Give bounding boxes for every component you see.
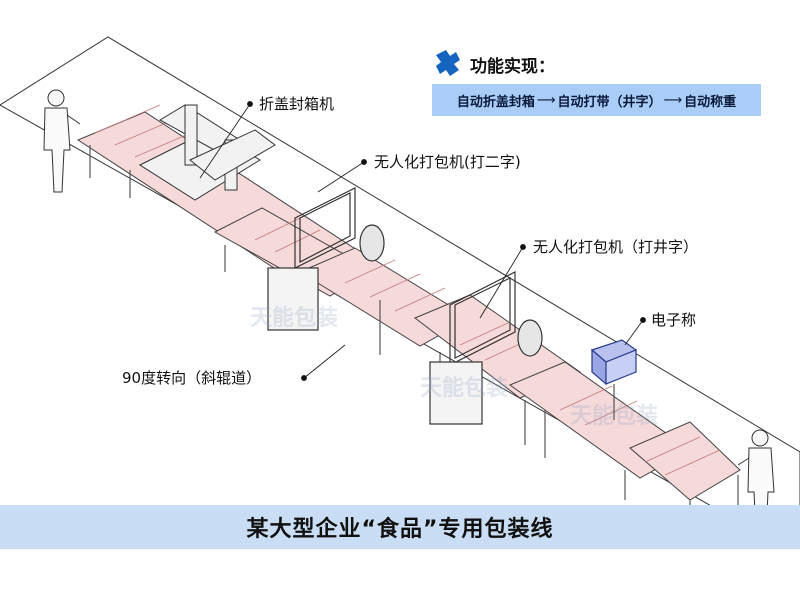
strapper-cross-machine (429, 271, 543, 425)
label-carton-sealer: 折盖封箱机 (259, 95, 335, 113)
strapper-two-machine (267, 187, 385, 331)
carton-sealer-machine (138, 104, 276, 201)
features-title: 功能实现： (470, 57, 555, 77)
feature-step: 自动打带（井字） (557, 94, 662, 110)
puzzle-icon (436, 50, 460, 76)
watermark: 天能包装 (250, 306, 339, 331)
roller-stripes (94, 104, 721, 476)
feature-step: 自动称重 (684, 94, 737, 110)
electronic-scale-terminal (590, 339, 638, 420)
arrow-icon: ⟶ (663, 92, 683, 108)
watermark: 天能包装 (570, 404, 659, 429)
label-strapper-two: 无人化打包机(打二字) (374, 153, 521, 171)
label-scale: 电子称 (651, 311, 697, 329)
conveyor-line (76, 111, 741, 501)
label-strapper-cross: 无人化打包机（打井字） (533, 238, 699, 256)
worker-figure-left (43, 89, 81, 193)
leader-lines (199, 101, 646, 381)
label-turn: 90度转向（斜辊道） (122, 369, 262, 387)
feature-step: 自动折盖封箱 (456, 94, 535, 110)
title-banner: 某大型企业“食品”专用包装线 (0, 505, 800, 549)
watermark: 天能包装 (420, 376, 509, 401)
arrow-icon: ⟶ (536, 92, 556, 108)
features-box: 自动折盖封箱 ⟶ 自动打带（井字） ⟶ 自动称重 (432, 84, 761, 116)
